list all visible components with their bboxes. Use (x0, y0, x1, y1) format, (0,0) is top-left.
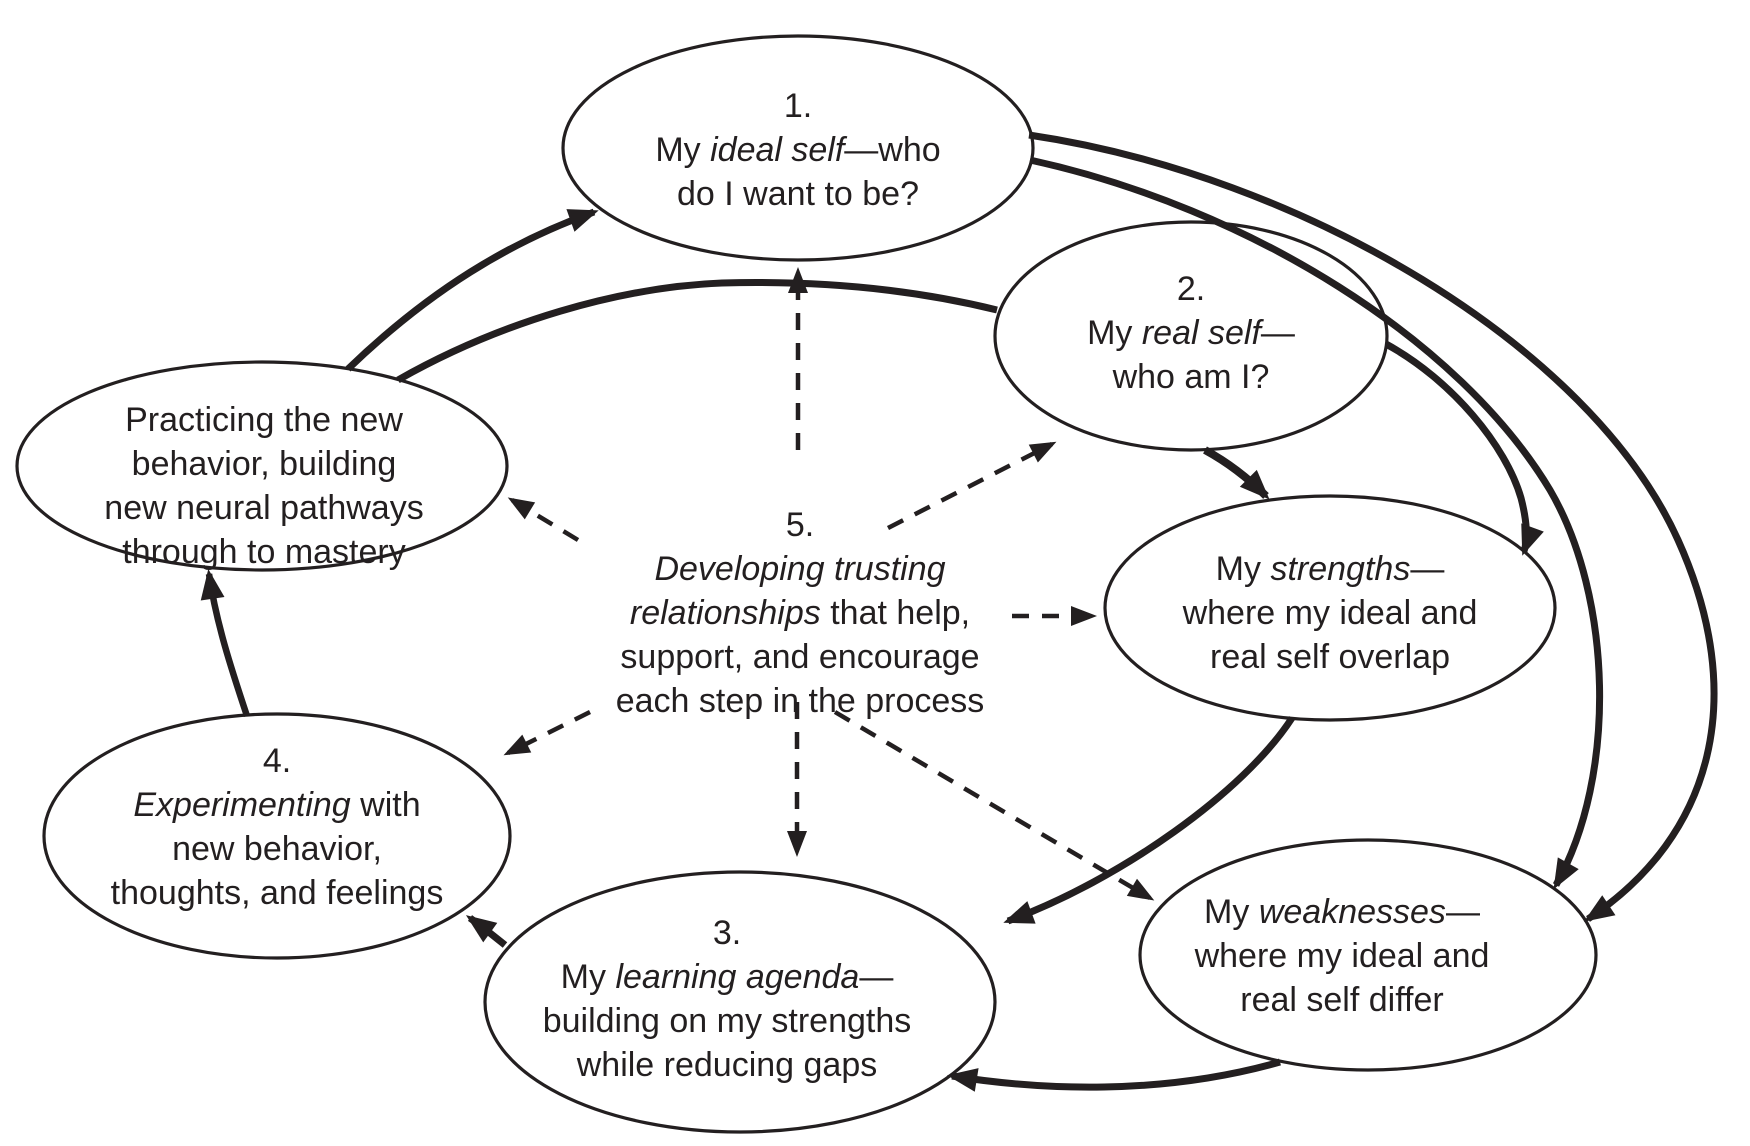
label-strengths: My strengths— where my ideal and real se… (1183, 547, 1478, 679)
node-line: support, and encourage (620, 638, 980, 676)
node-line: where my ideal and (1194, 937, 1490, 975)
node-line: new behavior, (172, 830, 382, 868)
node-line: behavior, building (131, 445, 397, 483)
node-line: 5. (785, 506, 815, 544)
node-line: 2. (1176, 270, 1206, 308)
node-line: My strengths— (1215, 550, 1445, 588)
node-line: 3. (712, 914, 742, 952)
ellipse-real-self (993, 220, 1389, 452)
arrow-ideal-to-weaknesses-inner (1029, 156, 1604, 890)
arrow-weaknesses-to-agenda (947, 1058, 1281, 1092)
ellipse-weaknesses (1138, 838, 1598, 1072)
node-line: My ideal self—who (655, 131, 941, 169)
dashed-arrow-center-to-practicing (507, 497, 580, 542)
ellipse-ideal-self (561, 34, 1035, 262)
dashed-arrow-center-to-real (886, 441, 1057, 531)
arrow-practicing-to-real-curve (396, 279, 998, 384)
node-line: each step in the process (615, 682, 985, 720)
node-line: building on my strengths (542, 1002, 912, 1040)
arrow-agenda-to-experimenting (465, 915, 508, 948)
ellipse-experimenting (42, 712, 512, 960)
ellipse-learning-agenda (483, 870, 997, 1134)
dashed-arrow-center-to-experimenting (503, 709, 592, 756)
node-line: where my ideal and (1182, 594, 1478, 632)
label-weaknesses: My weaknesses— where my ideal and real s… (1195, 890, 1490, 1022)
arrow-practicing-to-ideal (345, 208, 599, 372)
arrow-ideal-to-weaknesses-outer (1028, 131, 1718, 922)
node-line: while reducing gaps (576, 1046, 878, 1084)
label-learning-agenda: 3. My learning agenda— building on my st… (543, 911, 912, 1087)
node-line: My learning agenda— (560, 958, 894, 996)
arrow-real-to-strengths-long (1384, 340, 1544, 556)
ellipse-strengths (1103, 494, 1557, 722)
node-line: Developing trusting (654, 550, 946, 588)
node-line: My real self— (1087, 314, 1295, 352)
node-line: 4. (262, 742, 292, 780)
arrow-strengths-to-agenda (1003, 716, 1295, 925)
node-line: 1. (783, 87, 813, 125)
node-line: who am I? (1112, 358, 1270, 396)
label-trusting-relationships: 5. Developing trusting relationships tha… (616, 503, 985, 723)
node-line: thoughts, and feelings (110, 874, 444, 912)
node-line: Experimenting with (133, 786, 421, 824)
node-line: My weaknesses— (1204, 893, 1480, 931)
node-line: real self overlap (1209, 638, 1451, 676)
ellipse-practicing (15, 360, 509, 572)
label-experimenting: 4. Experimenting with new behavior, thou… (111, 739, 444, 915)
node-line: new neural pathways (104, 489, 424, 527)
dashed-arrow-center-to-weaknesses (833, 710, 1155, 901)
label-practicing: Practicing the new behavior, building ne… (104, 398, 423, 574)
node-line: through to mastery (122, 533, 406, 571)
arrow-real-to-strengths-short (1203, 446, 1270, 500)
node-line: real self differ (1240, 981, 1444, 1019)
node-line: do I want to be? (677, 175, 919, 213)
arrow-experimenting-to-practicing (200, 569, 251, 718)
label-real-self: 2. My real self— who am I? (1087, 267, 1295, 399)
node-line: relationships that help, (629, 594, 971, 632)
label-ideal-self: 1. My ideal self—who do I want to be? (655, 84, 940, 216)
node-line: Practicing the new (125, 401, 403, 439)
